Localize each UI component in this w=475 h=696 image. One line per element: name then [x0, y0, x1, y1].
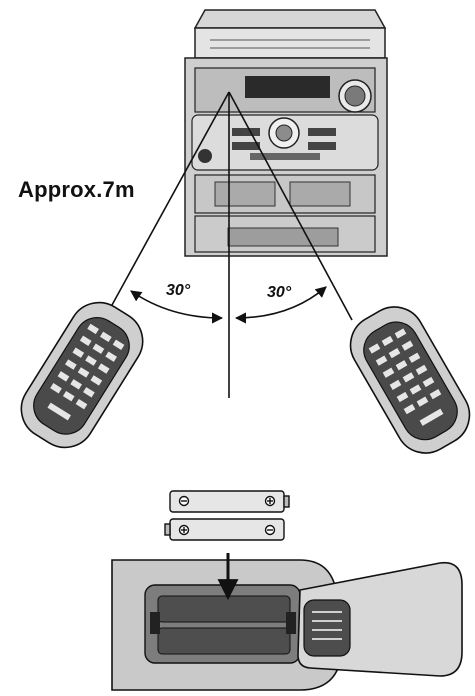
right-angle-label: 30°: [267, 284, 292, 301]
distance-label: Approx.7m: [18, 177, 135, 202]
remote-control-icon: [20, 301, 144, 449]
battery-compartment-icon: [111, 553, 463, 691]
left-angle-label: 30°: [166, 282, 191, 299]
stereo-system-icon: [184, 9, 388, 257]
battery-icon: [164, 490, 290, 541]
signal-lines: [111, 91, 353, 398]
remote-control-icon: [349, 306, 471, 454]
